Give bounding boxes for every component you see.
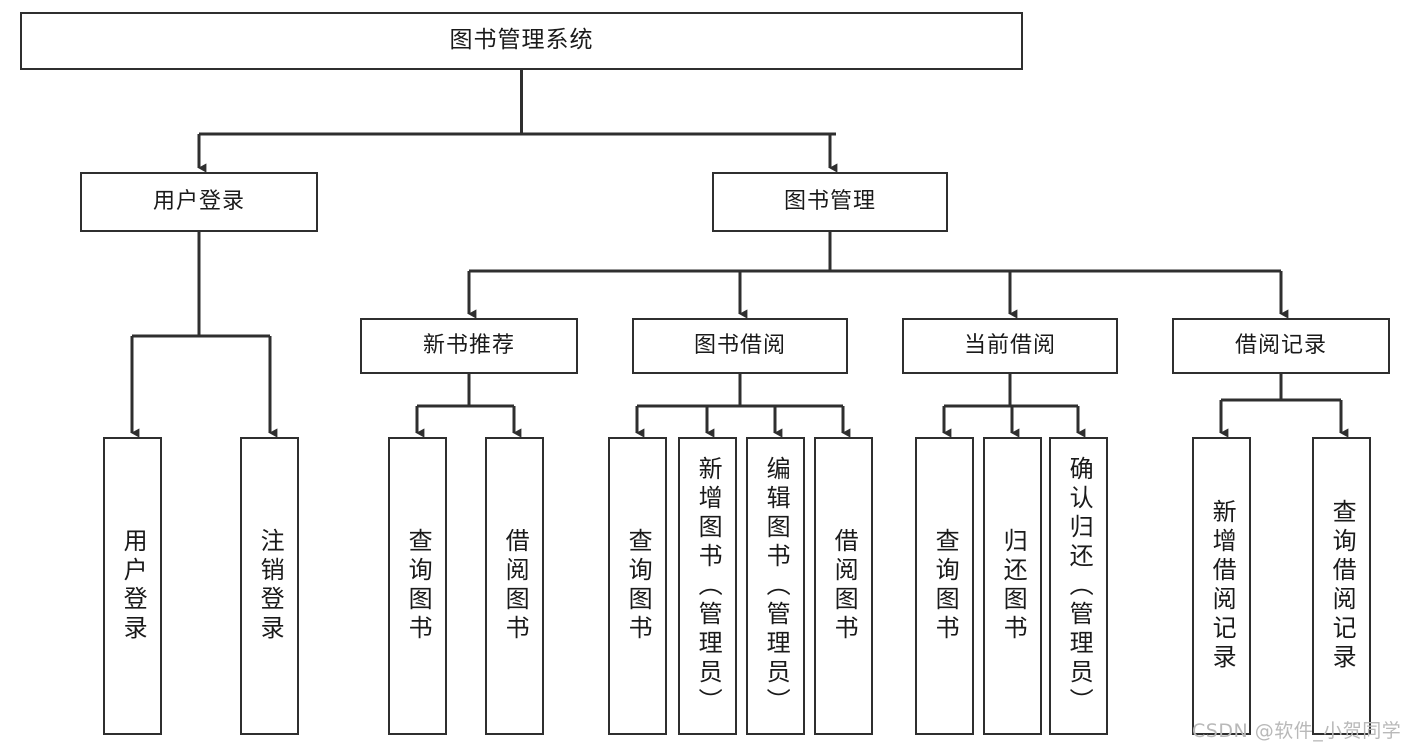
node-leaf-edit-book-label: 编辑图书（管理员） [762, 455, 791, 717]
node-leaf-return-book[interactable]: 归还图书 [983, 437, 1042, 735]
node-user-login-label: 用户登录 [152, 188, 245, 214]
node-new-book-recommend-label: 新书推荐 [422, 332, 515, 358]
node-leaf-query-book-2-label: 查询图书 [624, 528, 653, 644]
node-root[interactable]: 图书管理系统 [20, 12, 1023, 70]
node-leaf-query-book-3[interactable]: 查询图书 [915, 437, 974, 735]
node-borrow-record[interactable]: 借阅记录 [1172, 318, 1390, 374]
node-leaf-query-book-1[interactable]: 查询图书 [388, 437, 447, 735]
node-leaf-query-record-label: 查询借阅记录 [1328, 499, 1357, 673]
node-leaf-edit-book[interactable]: 编辑图书（管理员） [746, 437, 805, 735]
node-leaf-borrow-book-1-label: 借阅图书 [501, 528, 530, 644]
node-book-borrow[interactable]: 图书借阅 [632, 318, 848, 374]
node-leaf-borrow-book-1[interactable]: 借阅图书 [485, 437, 544, 735]
node-leaf-borrow-book-2[interactable]: 借阅图书 [814, 437, 873, 735]
node-leaf-logout[interactable]: 注销登录 [240, 437, 299, 735]
node-leaf-add-record-label: 新增借阅记录 [1208, 499, 1237, 673]
node-book-borrow-label: 图书借阅 [693, 332, 786, 358]
node-borrow-record-label: 借阅记录 [1234, 332, 1327, 358]
node-book-manage-label: 图书管理 [783, 188, 876, 214]
node-leaf-add-book-label: 新增图书（管理员） [694, 455, 723, 717]
node-current-borrow-label: 当前借阅 [963, 332, 1056, 358]
node-leaf-query-book-2[interactable]: 查询图书 [608, 437, 667, 735]
node-current-borrow[interactable]: 当前借阅 [902, 318, 1118, 374]
node-leaf-user-login-label: 用户登录 [119, 528, 148, 644]
node-leaf-confirm-return[interactable]: 确认归还（管理员） [1049, 437, 1108, 735]
node-leaf-return-book-label: 归还图书 [999, 528, 1028, 644]
node-user-login[interactable]: 用户登录 [80, 172, 318, 232]
node-leaf-add-book[interactable]: 新增图书（管理员） [678, 437, 737, 735]
node-leaf-query-record[interactable]: 查询借阅记录 [1312, 437, 1371, 735]
node-root-label: 图书管理系统 [449, 27, 594, 54]
node-new-book-recommend[interactable]: 新书推荐 [360, 318, 578, 374]
node-leaf-user-login[interactable]: 用户登录 [103, 437, 162, 735]
node-book-manage[interactable]: 图书管理 [712, 172, 948, 232]
node-leaf-query-book-3-label: 查询图书 [931, 528, 960, 644]
csdn-watermark: CSDN @软件_小贺同学 [1192, 720, 1402, 742]
node-leaf-confirm-return-label: 确认归还（管理员） [1065, 455, 1094, 717]
node-leaf-borrow-book-2-label: 借阅图书 [830, 528, 859, 644]
node-leaf-logout-label: 注销登录 [256, 528, 285, 644]
node-leaf-add-record[interactable]: 新增借阅记录 [1192, 437, 1251, 735]
node-leaf-query-book-1-label: 查询图书 [404, 528, 433, 644]
